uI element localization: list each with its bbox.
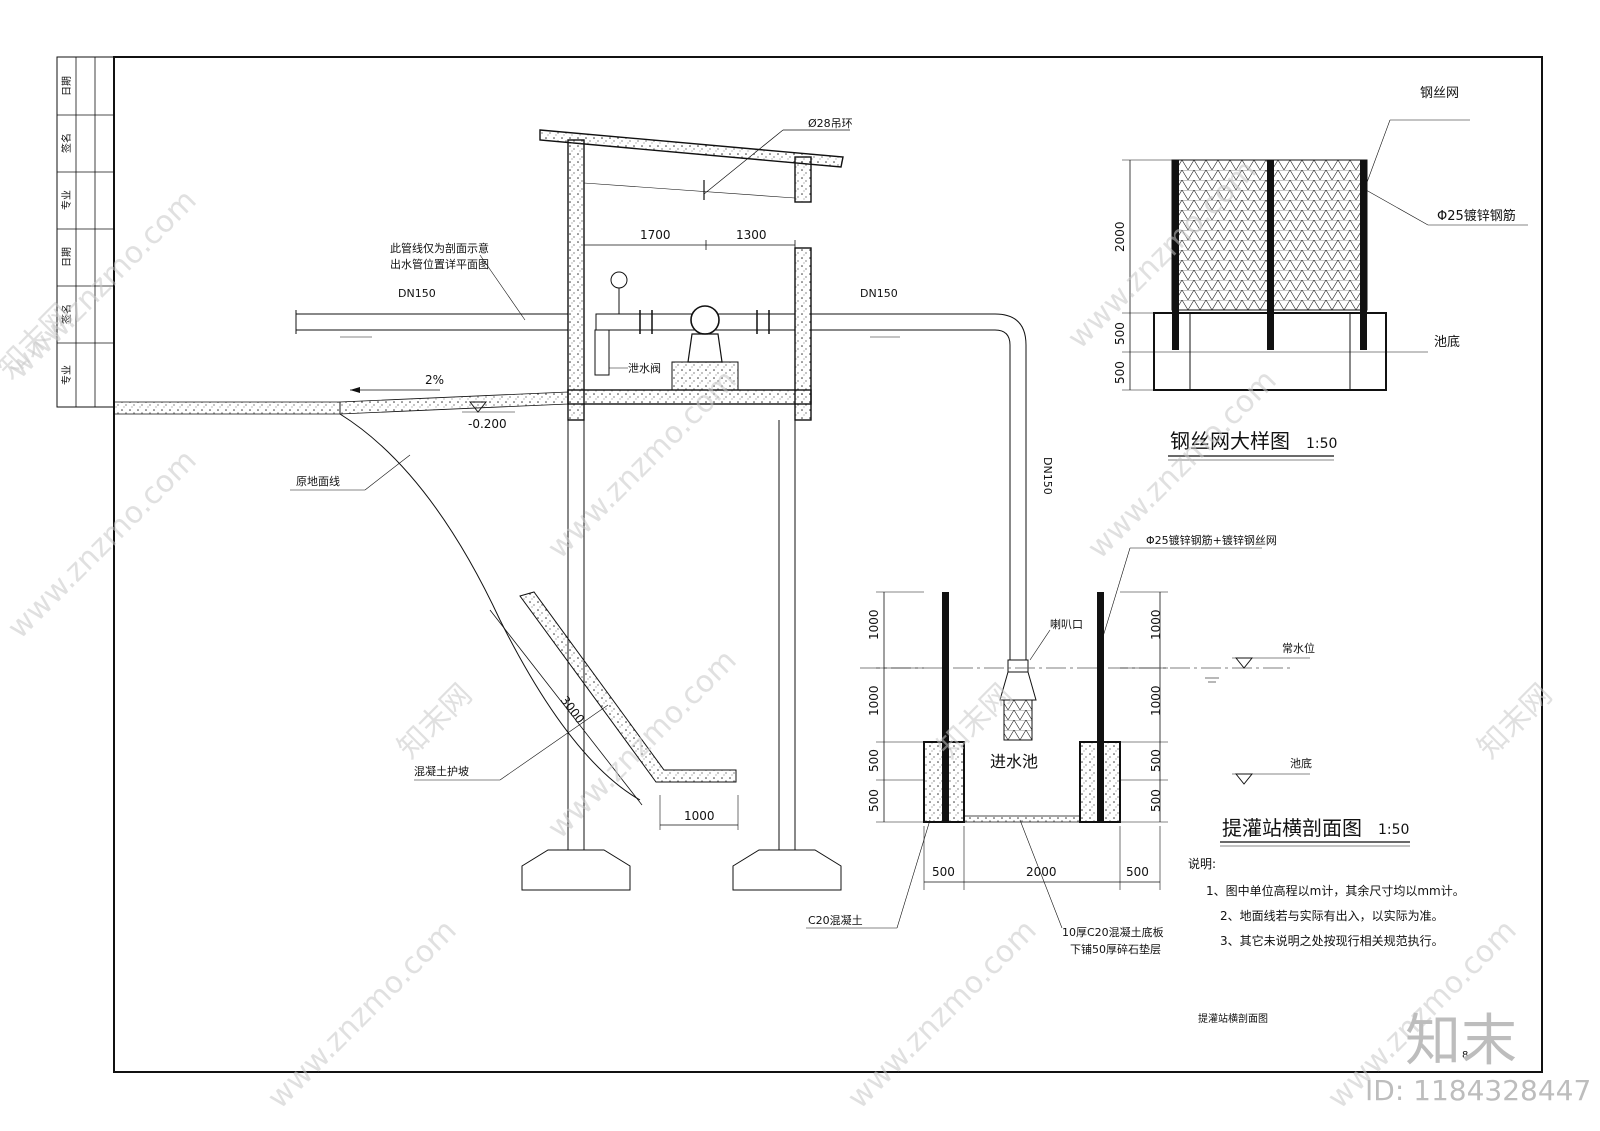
pump-house-roof [539,129,844,168]
label-base-note-1: 10厚C20混凝土底板 [1062,925,1164,939]
main-title-block: 提灌站横剖面图 1:50 说明: 1、图中单位高程以m计，其余尺寸均以mm计。 … [1188,816,1468,1061]
title-cell-2: 签名 [60,133,73,153]
dim-right-1000b: 1000 [1149,685,1163,716]
label-pool-bottom: 池底 [1290,756,1312,770]
rebar-right [1097,592,1104,822]
dim-left-1000b: 1000 [867,685,881,716]
ground: 2% -0.200 原地面线 3000 混凝土护坡 1000 [113,373,739,830]
note-2: 2、地面线若与实际有出入，以实际为准。 [1220,908,1444,923]
water-level-icon [1234,657,1254,669]
label-elevation: -0.200 [468,417,507,431]
detail-dim-2000: 2000 [1113,221,1127,252]
detail-title: 钢丝网大样图 [1170,429,1290,453]
watermark-brand-1: 知末网 [391,677,479,765]
concrete-revetment [519,591,737,783]
footing-right [732,849,842,891]
main-title: 提灌站横剖面图 [1222,816,1362,840]
page-number: 8 [1462,1050,1468,1061]
dim-bottom-500-left: 500 [932,865,955,879]
main-scale: 1:50 [1378,822,1409,838]
watermark-site-3: www.znzmo.com [1,443,204,646]
watermark-logo: 知末 [1405,1009,1517,1074]
outlet-pipe-right: DN150 DN150 喇叭口 [811,287,1083,741]
watermark-brand-2: 知末网 [1471,677,1559,765]
label-base-note-2: 下铺50厚碎石垫层 [1070,942,1161,956]
dim-bottom-500-right: 500 [1126,865,1149,879]
detail-dim-500a: 500 [1113,322,1127,345]
right-wall-upper [794,156,812,203]
right-wall-lower [794,247,812,421]
label-dn150-right: DN150 [860,287,898,300]
pump-icon [690,305,720,335]
detail-rebar-3 [1360,160,1367,350]
footing-left [521,849,631,891]
pump-foundation [671,361,739,391]
notes-title: 说明: [1188,856,1216,871]
detail-label-rebar: Φ25镀锌钢筋 [1437,208,1516,224]
elevation-marker-icon [468,401,488,413]
drawing-frame [113,56,1543,1073]
label-dn150-vertical: DN150 [1041,457,1054,495]
dim-left-500b: 500 [867,789,881,812]
note-3: 3、其它未说明之处按现行相关规范执行。 [1220,933,1444,948]
label-c20: C20混凝土 [808,913,863,927]
dim-left-1000a: 1000 [867,609,881,640]
label-inlet-pool: 进水池 [990,752,1038,771]
label-concrete-slope: 混凝土护坡 [414,764,469,778]
title-cell-6: 专业 [60,365,73,385]
label-bar-mesh: Φ25镀锌钢筋+镀锌钢丝网 [1146,533,1277,547]
detail-pool-base [1153,312,1387,391]
dim-bottom-2000: 2000 [1026,865,1057,879]
watermark-site-8: www.znzmo.com [261,913,464,1116]
detail-rebar-2 [1267,160,1274,350]
detail-dim-500b: 500 [1113,361,1127,384]
dim-1700: 1700 [640,228,671,242]
detail-label-pool-bottom: 池底 [1434,334,1460,350]
dim-1000-bottom: 1000 [684,809,715,823]
label-slope: 2% [425,373,444,387]
pressure-gauge-icon [610,271,628,289]
dim-3000: 3000 [558,693,588,726]
label-normal-water: 常水位 [1282,641,1315,655]
title-cell-1: 日期 [61,76,73,96]
columns [521,420,842,891]
pipe-note-1: 此管线仅为剖面示意 [390,241,489,255]
dim-right-500a: 500 [1149,749,1163,772]
note-1: 1、图中单位高程以m计，其余尺寸均以mm计。 [1206,883,1465,898]
label-dn150-left: DN150 [398,287,436,300]
drain-valve-pipe [594,329,610,376]
pipe-note-2: 出水管位置详平面图 [390,257,489,271]
label-bell-mouth: 喇叭口 [1050,617,1083,631]
dim-1300: 1300 [736,228,767,242]
dim-left-500a: 500 [867,749,881,772]
label-lifting-ring: Ø28吊环 [808,117,853,130]
pool-base [963,815,1081,823]
dim-right-1000a: 1000 [1149,609,1163,640]
pool-bottom-marker-icon [1234,773,1254,785]
pump-house: Ø28吊环 1700 1300 泄水阀 [539,117,853,421]
title-cell-3: 专业 [60,190,73,210]
left-wall [567,139,585,421]
title-block: 日期 签名 专业 日期 签名 专业 [56,56,115,408]
detail-rebar-1 [1172,160,1179,350]
label-original-ground: 原地面线 [296,474,340,488]
intake-pool: 进水池 Φ25镀锌钢筋+镀锌钢丝网 常水位 池底 1000 1000 500 5… [806,533,1315,956]
watermark-site-6: www.znzmo.com [841,913,1044,1116]
watermark-id: ID: 1184328447 [1365,1074,1591,1107]
detail-scale: 1:50 [1306,436,1337,452]
dim-right-500b: 500 [1149,789,1163,812]
title-cell-5: 签名 [60,304,73,324]
outlet-pipe-left: DN150 此管线仅为剖面示意 出水管位置详平面图 [295,241,569,338]
detail-label-wire-mesh: 钢丝网 [1420,86,1459,101]
rebar-left [942,592,949,822]
title-cell-4: 日期 [61,247,73,267]
label-drain-valve: 泄水阀 [628,361,661,375]
wire-mesh-detail: 钢丝网 Φ25镀锌钢筋 池底 2000 500 500 钢丝网大样图 1:50 [1113,86,1528,461]
small-title: 提灌站横剖面图 [1198,1012,1268,1025]
